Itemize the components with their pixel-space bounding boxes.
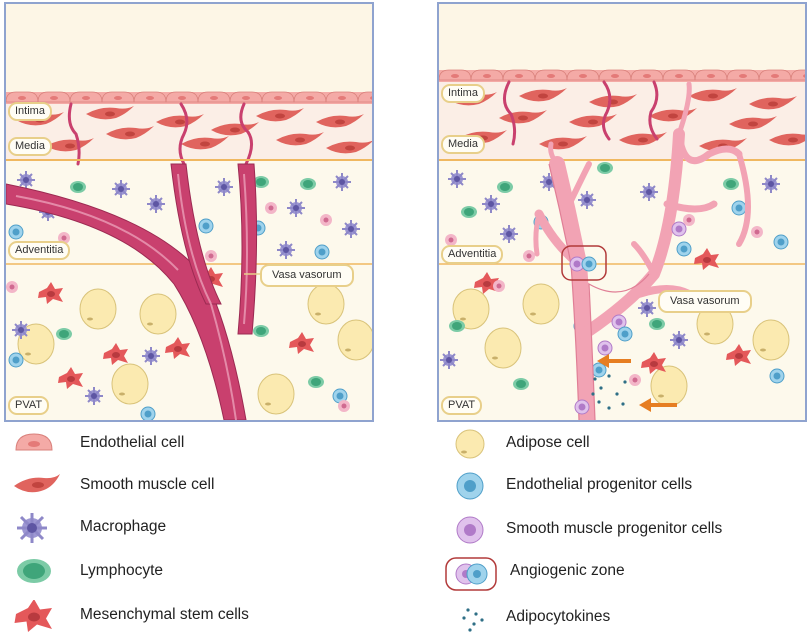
legend-label: Smooth muscle progenitor cells <box>506 520 723 537</box>
endothelial-progenitor-cell-icon <box>456 472 484 500</box>
endothelial-cell-icon <box>15 433 53 451</box>
smooth-muscle-progenitor-cell-icon <box>456 516 484 544</box>
layer-label-adventitia: Adventitia <box>8 241 71 260</box>
macrophage-icon <box>17 513 47 543</box>
panel-angiogenic-vessel-wall: Intima Media Adventitia PVAT Vasa vasoru… <box>437 2 807 422</box>
legend-label: Smooth muscle cell <box>80 476 215 493</box>
arrow-icon <box>639 398 677 412</box>
media-capillaries <box>503 80 659 146</box>
right-panel-illustration <box>439 4 805 420</box>
legend-label: Macrophage <box>80 518 167 535</box>
layer-label-intima: Intima <box>8 102 52 121</box>
vasa-vasorum-vessel <box>6 163 261 420</box>
layer-label-media: Media <box>8 137 52 156</box>
angiogenic-zone-icon <box>445 557 497 591</box>
panel-normal-vessel-wall: Intima Media Adventitia PVAT Vasa vasoru… <box>4 2 374 422</box>
endothelial-lining <box>6 91 372 103</box>
legend-label: Endothelial progenitor cells <box>506 476 693 493</box>
layer-label-intima: Intima <box>441 84 485 103</box>
arrow-icon <box>597 354 631 368</box>
layer-label-pvat: PVAT <box>441 396 483 415</box>
left-panel-illustration <box>6 4 372 420</box>
vasa-vasorum-callout: Vasa vasorum <box>260 264 354 287</box>
lymphocyte-icon <box>17 559 51 583</box>
legend-label: Adipocytokines <box>506 608 611 625</box>
legend-label: Angiogenic zone <box>510 562 625 579</box>
angiogenic-zone <box>561 245 607 281</box>
adipose-cell-icon <box>455 429 485 459</box>
legend-label: Adipose cell <box>506 434 590 451</box>
endothelial-lining <box>439 69 805 81</box>
media-capillaries <box>67 102 253 166</box>
adipocytokines-icon <box>462 608 484 632</box>
mesenchymal-stem-cell-icon <box>14 600 52 632</box>
legend-label: Endothelial cell <box>80 434 185 451</box>
layer-label-adventitia: Adventitia <box>441 245 504 264</box>
layer-label-media: Media <box>441 135 485 154</box>
layer-label-pvat: PVAT <box>8 396 50 415</box>
vasa-vasorum-callout: Vasa vasorum <box>658 290 752 313</box>
legend-label: Mesenchymal stem cells <box>80 606 249 623</box>
legend-label: Lymphocyte <box>80 562 163 579</box>
adipocytokine-dots <box>591 374 627 410</box>
smooth-muscle-cell-icon <box>14 474 60 493</box>
